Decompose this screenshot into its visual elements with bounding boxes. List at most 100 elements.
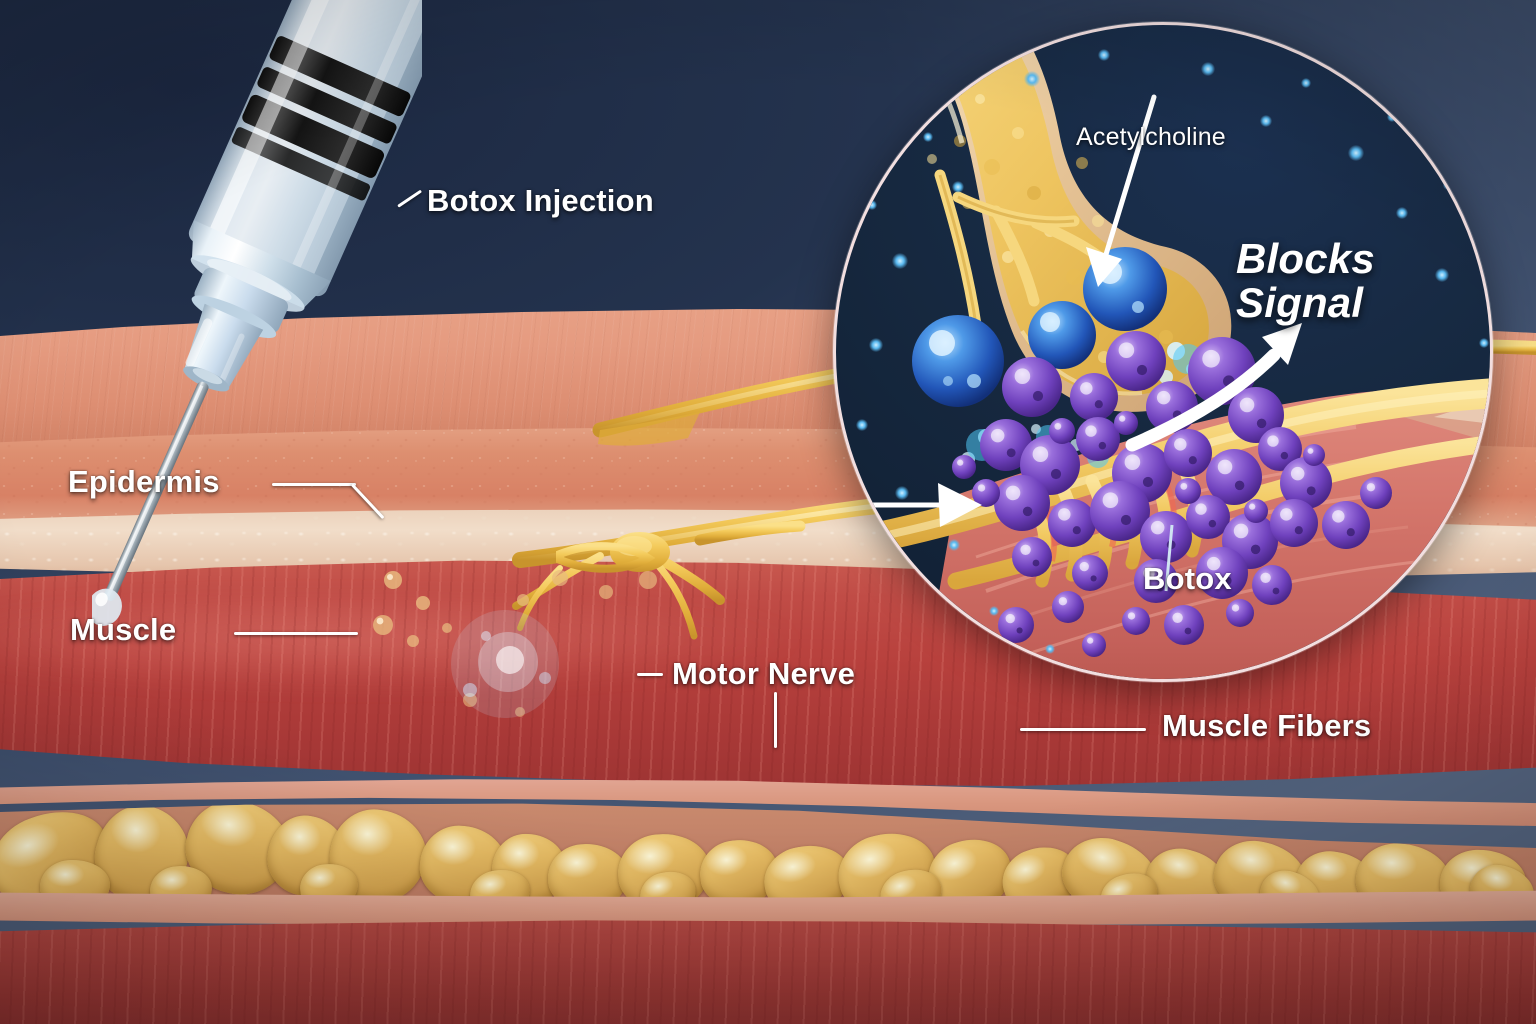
deep-muscle-layer [0, 920, 1536, 1024]
botox-particle-dimple [1016, 627, 1023, 634]
botox-inset-label: Botox [1143, 561, 1232, 597]
botox-particle-highlight [1180, 482, 1188, 490]
botox-particle-highlight [1119, 415, 1126, 422]
botox-particle-highlight [1085, 425, 1097, 437]
botox-particle-highlight [1290, 466, 1305, 481]
blocks-signal-line-2: Signal [1236, 280, 1375, 325]
botox-particle-highlight [1172, 612, 1183, 623]
glow-speck [1301, 78, 1311, 88]
botox-particle-highlight [1127, 612, 1136, 620]
muscle-label: Muscle [70, 612, 176, 648]
muscle-fibers-label: Muscle Fibers [1162, 708, 1371, 744]
glow-speck [868, 337, 884, 353]
botox-particle-dimple [1250, 544, 1261, 555]
botox-particle-dimple [1032, 390, 1044, 402]
botox-particle-dimple [1208, 519, 1217, 528]
botox-particle-highlight [1202, 349, 1220, 368]
botox-particle-dimple [1234, 480, 1245, 491]
glow-speck [1260, 115, 1272, 127]
botox-particle-highlight [1080, 382, 1093, 395]
botox-particle-highlight [1260, 572, 1271, 583]
botox-particle-dimple [1272, 587, 1280, 595]
botox-particle-highlight [1058, 508, 1071, 521]
glow-speck [1434, 267, 1450, 283]
glow-speck [1347, 144, 1365, 162]
botox-particle-dimple [1090, 575, 1097, 582]
botox-particle-dimple [1346, 528, 1355, 537]
magnified-neuromuscular-junction: Acetylcholine Blocks Signal Botox [833, 22, 1493, 682]
botox-particle-highlight [1032, 446, 1049, 463]
glow-speck [1443, 180, 1453, 190]
botox-particle-highlight [957, 459, 964, 466]
botox-particle-highlight [1087, 637, 1094, 644]
botox-particle-dimple [1022, 506, 1033, 517]
motor-nerve-label: Motor Nerve [672, 656, 855, 692]
motor-nerve-leader-vertical [774, 692, 777, 748]
botox-particle-highlight [1231, 604, 1240, 612]
botox-particle-dimple [1006, 448, 1016, 458]
botox-particle-dimple [1222, 576, 1232, 586]
botox-particle-dimple [1094, 400, 1103, 409]
glow-speck [1479, 338, 1489, 348]
botox-particle-highlight [977, 484, 986, 492]
glow-speck [952, 181, 964, 193]
glow-speck [894, 485, 910, 501]
botox-particle-highlight [1102, 492, 1119, 509]
botox-particle-highlight [1280, 508, 1293, 521]
botox-particle-highlight [1267, 435, 1279, 447]
blocks-signal-arrow [1125, 323, 1302, 452]
epidermis-leader-horizontal [272, 483, 356, 486]
botox-particle-dimple [1142, 476, 1154, 488]
botox-particle-dimple [1032, 559, 1040, 567]
botox-particle-highlight [1195, 503, 1207, 515]
acetylcholine-vesicles [912, 247, 1167, 407]
botox-particle-dimple [1050, 468, 1062, 480]
botox-particle-highlight [1054, 422, 1062, 430]
botox-particle-highlight [1124, 454, 1141, 471]
blocks-signal-label: Blocks Signal [1236, 237, 1375, 324]
botox-injection-label: Botox Injection [427, 183, 654, 219]
botox-particle-highlight [1206, 556, 1221, 571]
botox-particle-highlight [1217, 459, 1233, 475]
botox-particle-dimple [1136, 364, 1148, 376]
glow-speck [923, 132, 933, 142]
botox-particle-dimple [1294, 526, 1303, 535]
botox-particle-highlight [1079, 561, 1089, 572]
glow-speck [1045, 644, 1055, 654]
glow-speck [891, 252, 909, 270]
botox-particle-dimple [1280, 451, 1289, 460]
botox-particle-highlight [1174, 438, 1187, 451]
glow-speck [989, 606, 999, 616]
botox-particle-highlight [1307, 448, 1314, 454]
botox-particle-dimple [1188, 456, 1197, 465]
botox-particle-dimple [1098, 441, 1107, 450]
botox-particle-dimple [1256, 418, 1267, 429]
botox-particle-highlight [990, 428, 1005, 443]
botox-particle-highlight [1233, 523, 1249, 539]
botox-leader-line [1164, 524, 1174, 592]
botox-particle-highlight [1366, 483, 1376, 492]
botox-particle-highlight [1332, 510, 1345, 523]
botox-particle-highlight [1156, 390, 1171, 405]
botox-particle-highlight [1005, 485, 1021, 501]
botox-particle-highlight [1239, 397, 1255, 413]
botox-particle-highlight [1150, 520, 1165, 535]
botox-particle-highlight [1005, 613, 1015, 624]
botox-particle-highlight [1020, 544, 1031, 555]
glow-speck [948, 539, 960, 551]
acetylcholine-label: Acetylcholine [1076, 123, 1226, 152]
glow-speck [1396, 207, 1408, 219]
epidermis-label: Epidermis [68, 464, 220, 500]
botox-particle-highlight [1014, 368, 1031, 385]
botox-particle-highlight [1143, 567, 1155, 579]
glow-speck [1098, 49, 1110, 61]
acetylcholine-pointer-arrow [1086, 94, 1157, 287]
junction-pointer-arrow [836, 483, 982, 527]
muscle-leader [234, 632, 358, 635]
botox-particle-highlight [1118, 342, 1135, 359]
botox-particle-dimple [1156, 583, 1165, 592]
botox-particle-dimple [1072, 526, 1081, 535]
glow-speck [1023, 70, 1041, 88]
